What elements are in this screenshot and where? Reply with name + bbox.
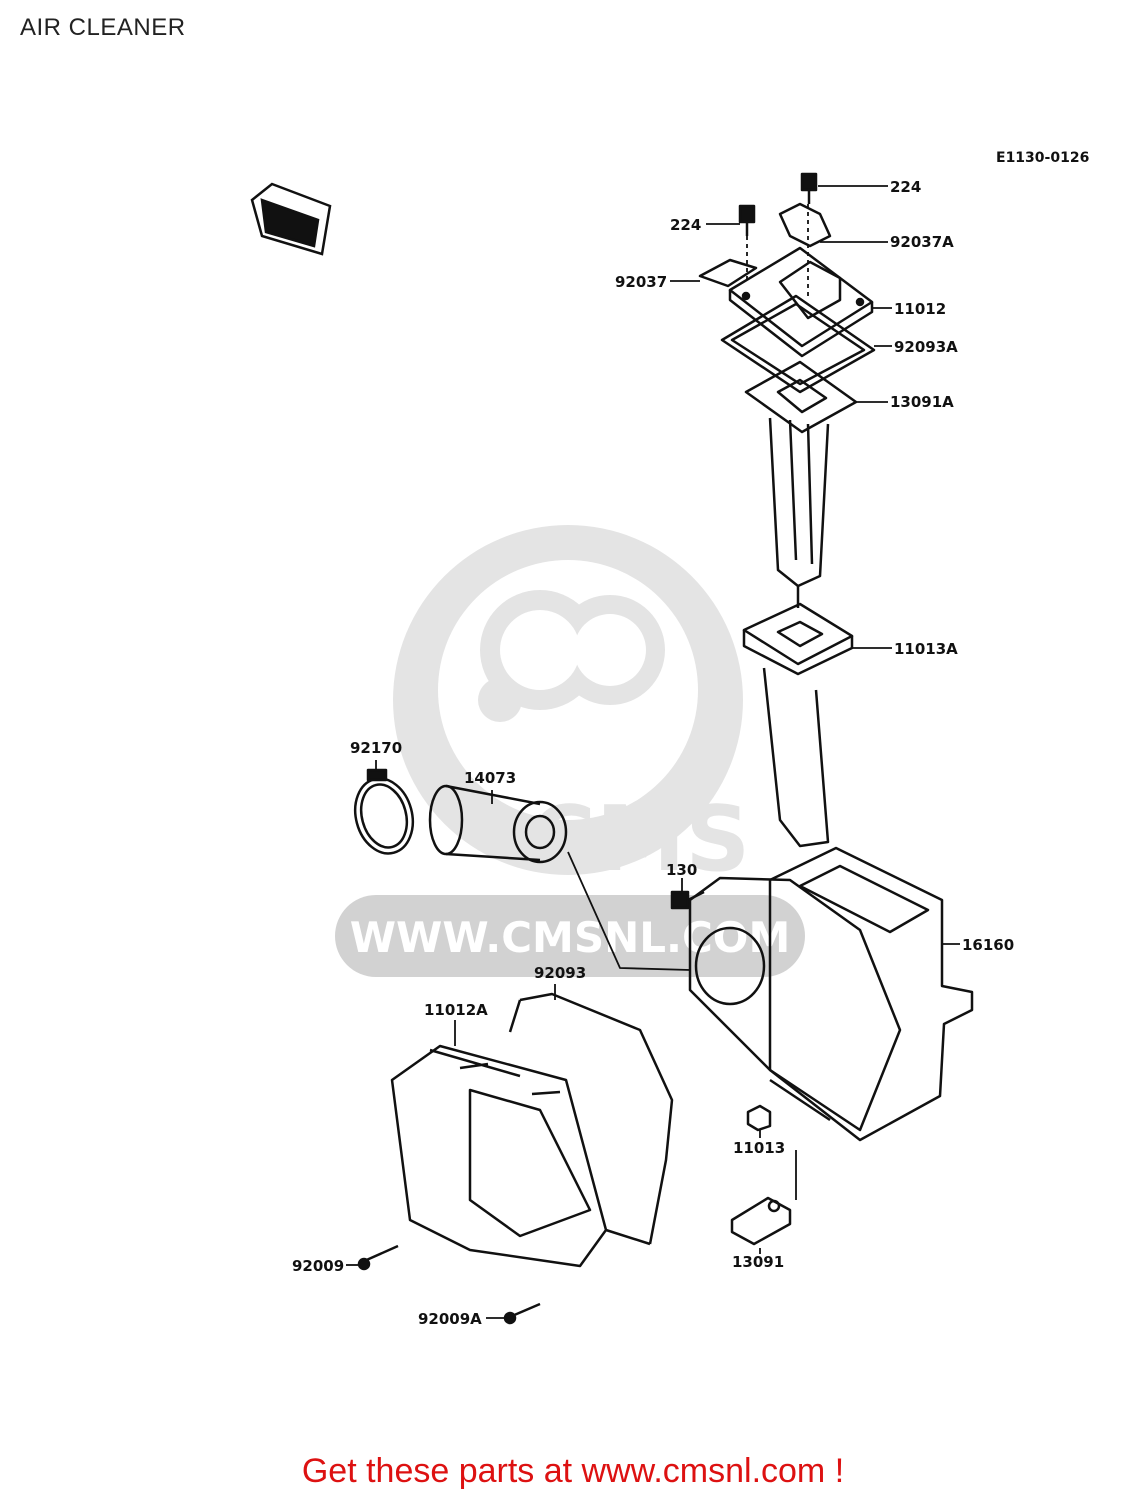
label-92037A: 92037A	[890, 233, 954, 251]
screw-224-left	[738, 204, 756, 236]
gasket-92093	[508, 992, 674, 1246]
label-92037: 92037	[615, 273, 667, 291]
label-92009: 92009	[292, 1257, 344, 1275]
part-11013	[746, 1104, 772, 1132]
label-92170: 92170	[350, 739, 402, 757]
part-13091	[730, 1196, 792, 1246]
front-arrow-icon	[250, 182, 332, 256]
label-92009A: 92009A	[418, 1310, 482, 1328]
label-130: 130	[666, 861, 697, 879]
label-11013: 11013	[733, 1139, 785, 1157]
label-11013A: 11013A	[894, 640, 958, 658]
label-11012A: 11012A	[424, 1001, 488, 1019]
label-16160: 16160	[962, 936, 1014, 954]
screw-92009A	[503, 1302, 541, 1325]
label-13091A: 13091A	[890, 393, 954, 411]
leader-lines	[346, 185, 960, 1319]
cover-11012A	[390, 1044, 608, 1268]
housing-16160	[688, 846, 974, 1142]
screw-92009	[357, 1244, 399, 1271]
clamp-92170	[353, 768, 415, 855]
plate-92037	[698, 258, 758, 288]
gasket-92093A	[720, 294, 876, 394]
footer-link-text[interactable]: Get these parts at www.cmsnl.com !	[301, 1452, 845, 1490]
duct-13091A	[744, 360, 858, 608]
label-11012: 11012	[894, 300, 946, 318]
label-13091: 13091	[732, 1253, 784, 1271]
duct-11013A	[742, 602, 854, 848]
watermark-logo: WWW.CMSNL.COM CMS	[335, 525, 805, 977]
label-224-left: 224	[670, 216, 701, 234]
watermark-text: WWW.CMSNL.COM	[350, 913, 791, 962]
diagram-code: E1130-0126	[996, 150, 1090, 166]
label-92093A: 92093A	[894, 338, 958, 356]
filter-14073	[428, 784, 568, 864]
svg-text:CMS: CMS	[530, 787, 750, 892]
page-title: AIR CLEANER	[20, 14, 186, 41]
bracket-92037A	[778, 202, 832, 248]
label-224-right: 224	[890, 178, 921, 196]
label-92093: 92093	[534, 964, 586, 982]
screw-224-right	[800, 172, 818, 204]
label-14073: 14073	[464, 769, 516, 787]
